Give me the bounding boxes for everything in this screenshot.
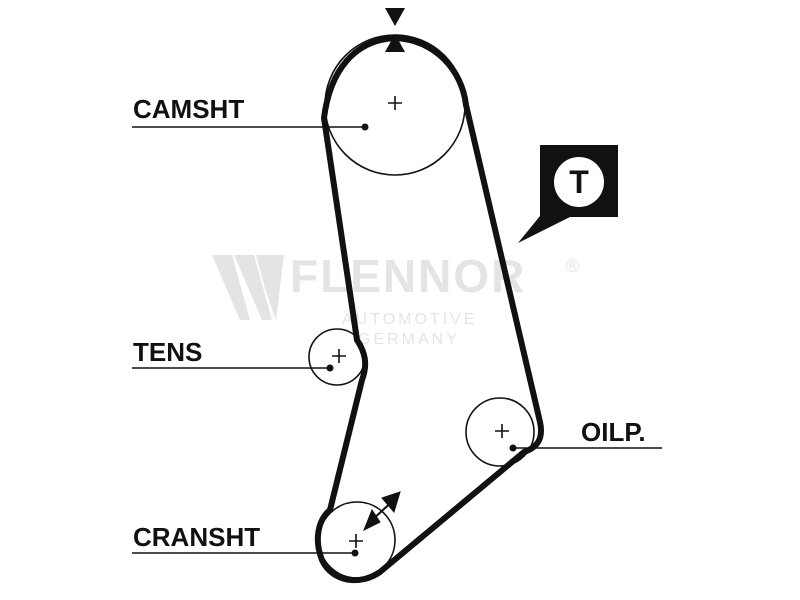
- tensioner-leader-dot: [326, 364, 334, 372]
- crankshaft-leader-dot: [351, 549, 359, 557]
- camshaft-timing-mark-icon: [385, 8, 405, 52]
- camshaft-leader-dot: [361, 123, 369, 131]
- callout-pointer: [518, 200, 580, 243]
- callout-circle: [554, 157, 604, 207]
- camshaft-center-mark: [388, 96, 402, 110]
- camshaft-label: CAMSHT: [133, 94, 244, 124]
- oil-pump-center-mark: [495, 424, 509, 438]
- watermark-line1: AUTOMOTIVE: [342, 311, 478, 328]
- oil-pump-leader-dot: [509, 444, 517, 452]
- flennor-watermark: FLENNOR ® AUTOMOTIVE GERMANY: [212, 250, 579, 348]
- tensioner-label: TENS: [133, 337, 202, 367]
- timing-belt: [314, 35, 544, 584]
- watermark-registered: ®: [566, 256, 579, 276]
- watermark-brand: FLENNOR: [290, 250, 526, 302]
- crankshaft-timing-mark-icon: [363, 491, 401, 532]
- callout-letter: T: [569, 164, 589, 200]
- crankshaft-center-mark: [349, 534, 363, 548]
- pulley-centers: [332, 96, 509, 548]
- oil-pump-pulley: [465, 397, 535, 467]
- crankshaft-label: CRANSHT: [133, 522, 260, 552]
- flennor-logo-mark-icon: [212, 255, 284, 320]
- tensioner-callout-badge: T: [518, 145, 618, 243]
- oil-pump-label: OILP.: [581, 417, 646, 447]
- watermark-line2: GERMANY: [358, 331, 460, 348]
- tensioner-center-mark: [332, 349, 346, 363]
